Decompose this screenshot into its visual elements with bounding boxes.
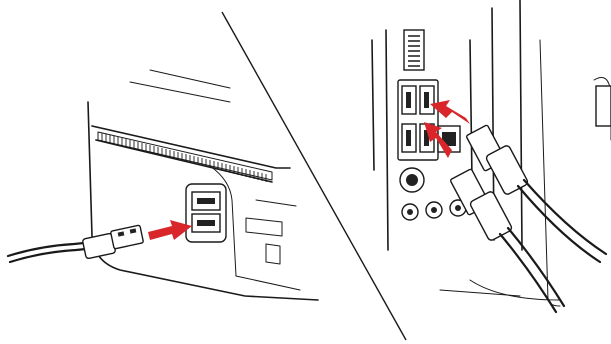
insert-arrow-upper-icon: [430, 100, 470, 124]
panel-divider-line: [221, 11, 407, 341]
top-connector: [403, 29, 425, 71]
usb-plug-lower: [450, 168, 566, 314]
usb-plug-upper: [466, 124, 608, 264]
audio-jacks: [401, 199, 467, 221]
insert-arrow-icon: [148, 220, 192, 240]
monitor-panel: [6, 69, 319, 301]
usb-plug-left: [6, 224, 144, 264]
ps2-port: [399, 167, 425, 193]
monitor-usb-port: [185, 183, 227, 243]
computer-panel: [371, 0, 611, 314]
computer-usb-ports: [397, 79, 461, 161]
insert-arrow-lower-icon: [424, 122, 452, 158]
vent-strip: [97, 131, 273, 182]
